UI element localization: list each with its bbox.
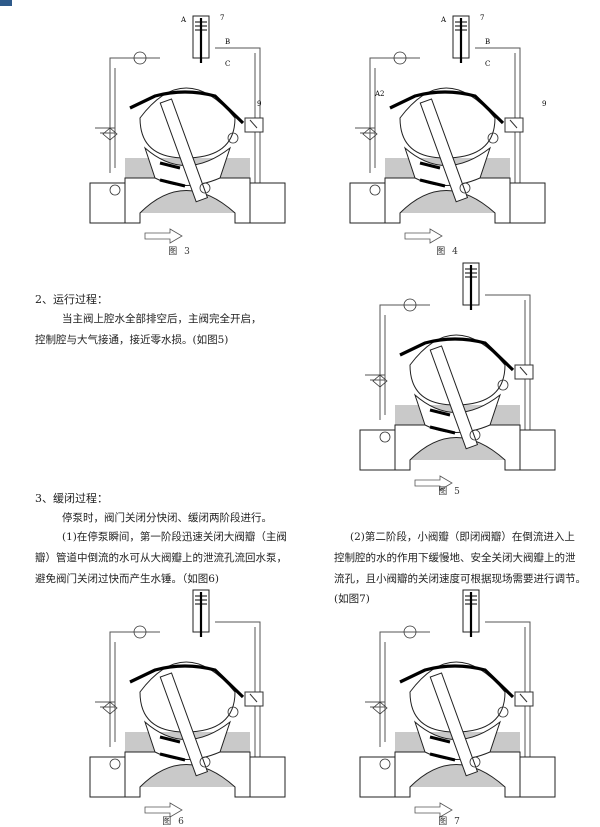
caption-fig-5: 图 5 <box>438 487 462 497</box>
stage2-line4: (如图7) <box>334 593 370 605</box>
label-9: 9 <box>542 100 546 108</box>
section-run-heading: 2、运行过程： <box>35 293 108 306</box>
stage1-line3: 避免阀门关闭过快而产生水锤。（如图6) <box>35 573 220 585</box>
caption-fig-6: 图 6 <box>162 817 186 827</box>
caption-fig-4: 图 4 <box>436 247 460 257</box>
stage2-line3: 流孔，且小阀瓣的关闭速度可根据现场需要进行调节。 <box>334 573 586 585</box>
section-close-heading: 3、缓闭过程： <box>35 492 108 505</box>
label-c: C <box>485 60 490 68</box>
figure-5-diagram <box>358 261 557 492</box>
label-a: A <box>180 16 187 24</box>
caption-fig-7: 图 7 <box>438 817 462 827</box>
figure-7-diagram <box>358 588 557 819</box>
stage1-line1: (1)在停泵瞬间，第一阶段迅速关闭大阀瓣（主阀 <box>62 531 287 543</box>
label-7: 7 <box>220 14 224 22</box>
label-9: 9 <box>257 100 261 108</box>
label-a2: A2 <box>374 90 385 98</box>
stage2-line1: (2)第二阶段，小阀瓣（即闭阀瓣）在倒流进入上 <box>350 531 575 543</box>
corner-mark <box>0 0 12 6</box>
label-a: A <box>440 16 447 24</box>
figure-6-diagram <box>88 588 287 819</box>
section-close-intro: 停泵时，阀门关闭分快闭、缓闭两阶段进行。 <box>62 512 272 524</box>
label-7: 7 <box>480 14 484 22</box>
label-b: B <box>225 38 230 46</box>
stage1-line2: 瓣）管道中倒流的水可从大阀瓣上的泄流孔流回水泵， <box>35 552 287 564</box>
section-run-line1: 当主阀上腔水全部排空后，主阀完全开启， <box>62 313 262 325</box>
section-run-line2: 控制腔与大气接通，接近零水损。(如图5) <box>35 334 229 346</box>
figure-4-diagram: A 7 B C 9 A2 <box>348 14 547 245</box>
label-b: B <box>485 38 490 46</box>
label-c: C <box>225 60 230 68</box>
stage2-line2: 控制腔的水的作用下缓慢地、安全关闭大阀瓣上的泄 <box>334 552 576 564</box>
caption-fig-3: 图 3 <box>168 247 192 257</box>
figure-3-diagram: A 7 B C 9 <box>88 14 287 245</box>
